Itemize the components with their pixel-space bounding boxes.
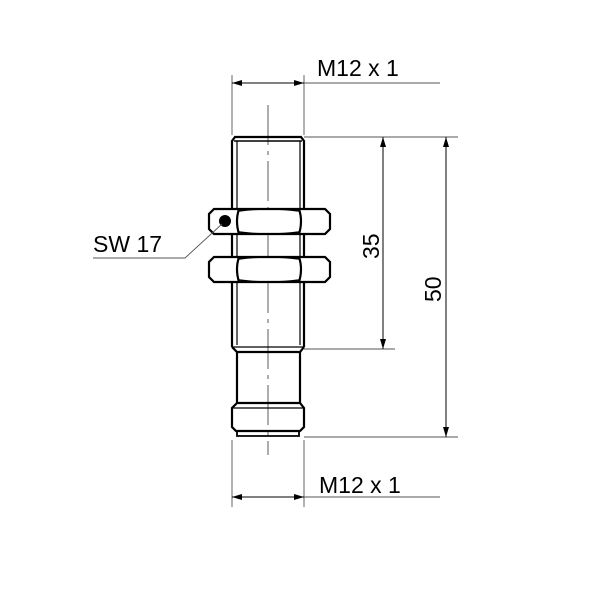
sensor-body (230, 135, 306, 437)
label-bottom-thread: M12 x 1 (319, 472, 401, 498)
label-wrench-size: SW 17 (93, 231, 162, 257)
label-dim-50: 50 (420, 276, 446, 302)
hex-nut-lower (207, 255, 332, 284)
label-dim-35: 35 (358, 233, 384, 259)
label-top-thread: M12 x 1 (317, 55, 399, 81)
hex-nut-upper (207, 207, 332, 236)
dimension-lines (93, 75, 458, 507)
